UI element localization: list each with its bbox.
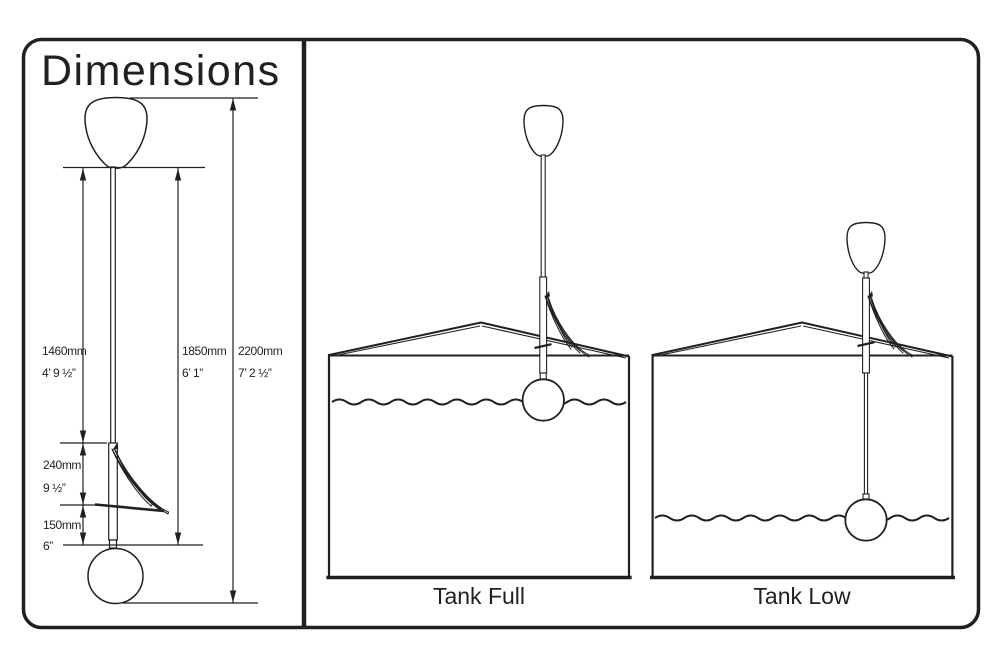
label-240-imperial: 9 ½” bbox=[43, 481, 66, 495]
tank-roof bbox=[328, 321, 630, 358]
streamers bbox=[867, 295, 913, 358]
streamer-tab bbox=[544, 291, 550, 298]
streamers bbox=[111, 448, 170, 515]
pointer-arm bbox=[857, 341, 875, 348]
tank-low-outline bbox=[650, 321, 955, 580]
pointer-arm bbox=[534, 343, 552, 350]
label-150-metric: 150mm bbox=[43, 518, 81, 532]
water-line-low bbox=[654, 514, 950, 522]
tank-full-outline bbox=[326, 321, 632, 580]
water-line-full bbox=[331, 398, 627, 406]
indicator-pole bbox=[110, 166, 116, 444]
label-1460-imperial: 4’ 9 ½” bbox=[42, 366, 76, 380]
indicator-cone bbox=[84, 96, 148, 169]
dimension-labels: 1460mm 4’ 9 ½” 1850mm 6’ 1” 2200mm 7’ 2 … bbox=[42, 344, 283, 553]
roof-accent-right bbox=[802, 325, 950, 359]
tank-low-caption: Tank Low bbox=[753, 583, 851, 609]
dimension-arrowheads bbox=[79, 98, 237, 603]
indicator-pole-lower bbox=[863, 372, 869, 495]
label-2200-metric: 2200mm bbox=[238, 344, 283, 358]
streamers bbox=[544, 295, 590, 358]
float-connector bbox=[862, 493, 870, 500]
indicator-pole-top bbox=[863, 271, 869, 279]
indicator-device-full bbox=[521, 104, 590, 422]
roof-accent-left bbox=[332, 325, 481, 357]
streamer-tab bbox=[867, 291, 873, 298]
roof-accent-left bbox=[655, 325, 802, 357]
label-240-metric: 240mm bbox=[43, 458, 81, 472]
float-ball bbox=[521, 378, 565, 422]
float-ball bbox=[87, 547, 144, 605]
indicator-cone bbox=[523, 104, 564, 158]
label-150-imperial: 6” bbox=[43, 539, 53, 553]
indicator-cone bbox=[846, 221, 886, 275]
tank-roof bbox=[652, 321, 953, 358]
label-1850-imperial: 6’ 1” bbox=[182, 366, 203, 380]
page-title: Dimensions bbox=[41, 47, 281, 95]
indicator-pole bbox=[540, 154, 546, 278]
tank-full-caption: Tank Full bbox=[433, 583, 525, 609]
float-connector bbox=[539, 372, 547, 380]
pointer-arm bbox=[94, 503, 165, 513]
indicator-device-low bbox=[844, 221, 913, 542]
tank-full-figure: Tank Full bbox=[326, 104, 632, 609]
pole-sleeve bbox=[539, 276, 548, 374]
outer-frame bbox=[21, 37, 981, 630]
level-indicator-side-view bbox=[84, 96, 170, 605]
label-1850-metric: 1850mm bbox=[182, 344, 227, 358]
roof-accent-right bbox=[481, 325, 627, 359]
pole-sleeve bbox=[862, 277, 870, 374]
streamer-tab bbox=[112, 443, 119, 450]
label-2200-imperial: 7’ 2 ½” bbox=[238, 366, 272, 380]
tank-low-figure: Tank Low bbox=[650, 221, 955, 609]
label-1460-metric: 1460mm bbox=[42, 344, 87, 358]
float-connector bbox=[108, 539, 118, 549]
float-ball bbox=[844, 498, 888, 542]
dimension-annotations bbox=[60, 97, 258, 604]
dimensions-panel: Dimensions bbox=[41, 47, 283, 605]
